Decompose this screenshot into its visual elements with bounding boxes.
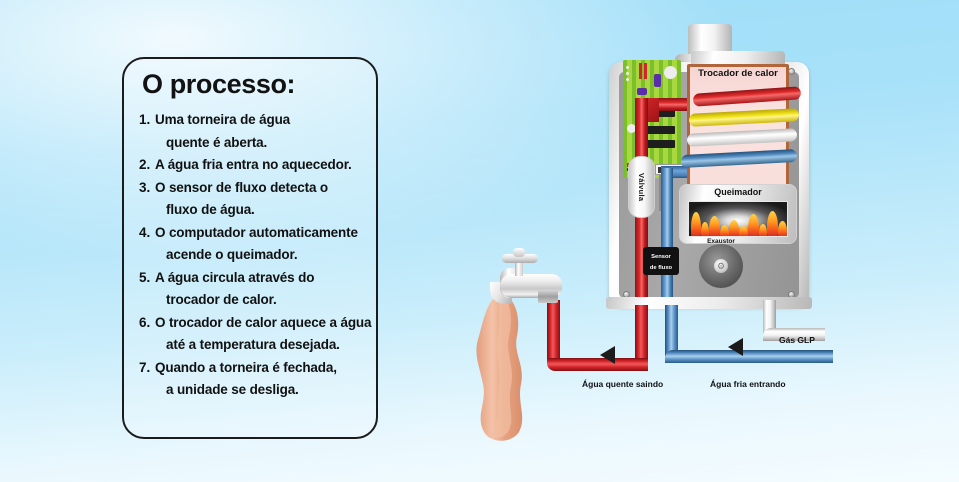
fan-icon: ⚙ — [714, 259, 728, 273]
screw-icon — [788, 68, 795, 75]
process-step: 6.O trocador de calor aquece a água até a… — [139, 312, 375, 357]
cold-pipe-horizontal — [665, 350, 833, 363]
flame-icon — [767, 211, 778, 236]
process-step-number: 4. — [139, 224, 151, 240]
hot-pipe-elbow — [547, 358, 573, 371]
process-step-line1: O computador automaticamente — [155, 224, 358, 240]
flame-icon — [759, 224, 767, 236]
flame-icon — [778, 221, 787, 236]
faucet-handle[interactable] — [502, 254, 538, 263]
faucet-outlet — [538, 290, 558, 303]
process-step-line2: fluxo de água. — [166, 202, 255, 217]
flame-icon — [691, 212, 701, 236]
process-step-line2: até a temperatura desejada. — [166, 337, 340, 352]
heat-exchanger — [687, 64, 789, 192]
process-step-text: O trocador de calor aquece a água até a t… — [155, 312, 372, 357]
gas-valve — [628, 156, 655, 218]
tankless-water-heater: Válvula Trocador de calor Queimador — [606, 24, 812, 309]
process-step-text: O computador automaticamente acende o que… — [155, 222, 358, 267]
process-step-number: 6. — [139, 314, 151, 330]
heater-base — [606, 297, 812, 309]
process-step-line2: quente é aberta. — [166, 134, 268, 150]
gas-pipe-horizontal — [763, 328, 825, 341]
gas-pipe-vertical — [763, 300, 776, 335]
cold-pipe-vertical — [665, 305, 678, 363]
faucet-handle-stem — [515, 258, 523, 276]
heat-exchanger-label: Trocador de calor — [698, 68, 778, 79]
process-step-list: 1. Uma torneira de água quente é aberta. 2.… — [139, 109, 375, 402]
process-step-text: A água circula através do trocador de cal… — [155, 267, 314, 312]
flame-icon — [739, 226, 748, 236]
water-stream — [476, 292, 523, 441]
hot-pipe-vertical — [635, 305, 648, 360]
flow-sensor: Sensor de fluxo — [643, 247, 679, 275]
process-step-line1: O trocador de calor aquece a água — [155, 314, 372, 330]
process-step-text: Quando a torneira é fechada, a unidade se… — [155, 357, 337, 402]
process-step-number: 1. — [139, 112, 151, 127]
cold-water-internal-pipe — [661, 168, 673, 298]
hot-pipe-horizontal — [560, 358, 648, 371]
process-step: 4.O computador automaticamente acende o q… — [139, 222, 375, 267]
burner-flame-window — [688, 201, 788, 237]
gas-label: Gás GLP — [779, 335, 815, 345]
process-step: 3.O sensor de fluxo detecta o fluxo de ág… — [139, 177, 375, 222]
flame-icon — [701, 222, 709, 236]
process-step-text: A água fria entra no aquecedor. — [155, 154, 352, 177]
burner-label: Queimador — [714, 187, 762, 197]
process-step-line1: Quando a torneira é fechada, — [155, 359, 337, 375]
process-step-line2: trocador de calor. — [166, 292, 277, 307]
process-step: 1. Uma torneira de água quente é aberta. — [139, 109, 375, 154]
valve-label: Válvula — [637, 172, 646, 202]
arrow-left-icon — [600, 346, 615, 364]
process-step-line2: acende o queimador. — [166, 247, 298, 262]
flame-icon — [709, 216, 720, 236]
process-step-text: O sensor de fluxo detecta o fluxo de água… — [155, 177, 328, 222]
process-step-line1: O sensor de fluxo detecta o — [155, 179, 328, 195]
hot-pipe-to-faucet — [547, 300, 560, 360]
process-step: 5.A água circula através do trocador de c… — [139, 267, 375, 312]
process-step-line1: A água fria entra no aquecedor. — [155, 157, 352, 172]
page-title: O processo: — [142, 69, 296, 99]
process-step-text: Uma torneira de água quente é aberta. — [155, 109, 290, 154]
process-step-number: 2. — [139, 157, 151, 172]
process-step-number: 3. — [139, 179, 151, 195]
flow-sensor-label-line1: Sensor — [651, 253, 671, 260]
process-step-line1: A água circula através do — [155, 269, 315, 285]
cold-water-label: Água fria entrando — [710, 379, 786, 389]
flame-icon — [748, 214, 759, 236]
arrow-left-icon — [728, 338, 743, 356]
process-step: 2. A água fria entra no aquecedor. — [139, 154, 375, 177]
process-callout-box: O processo: 1. Uma torneira de água quente… — [122, 57, 378, 439]
faucet-knob[interactable] — [513, 248, 525, 257]
process-step-line1: Uma torneira de água — [155, 112, 291, 127]
exhaust-label: Exaustor — [707, 238, 735, 245]
process-step-number: 7. — [139, 359, 151, 375]
hot-water-label: Água quente saindo — [582, 379, 664, 389]
flow-sensor-label-line2: de fluxo — [649, 265, 673, 271]
heat-exchanger-hood — [691, 51, 785, 67]
process-step: 7.Quando a torneira é fechada, a unidade … — [139, 357, 375, 402]
process-step-number: 5. — [139, 269, 151, 285]
process-step-line2: a unidade se desliga. — [166, 382, 299, 397]
flame-icon — [720, 225, 729, 236]
flame-icon — [729, 220, 739, 236]
